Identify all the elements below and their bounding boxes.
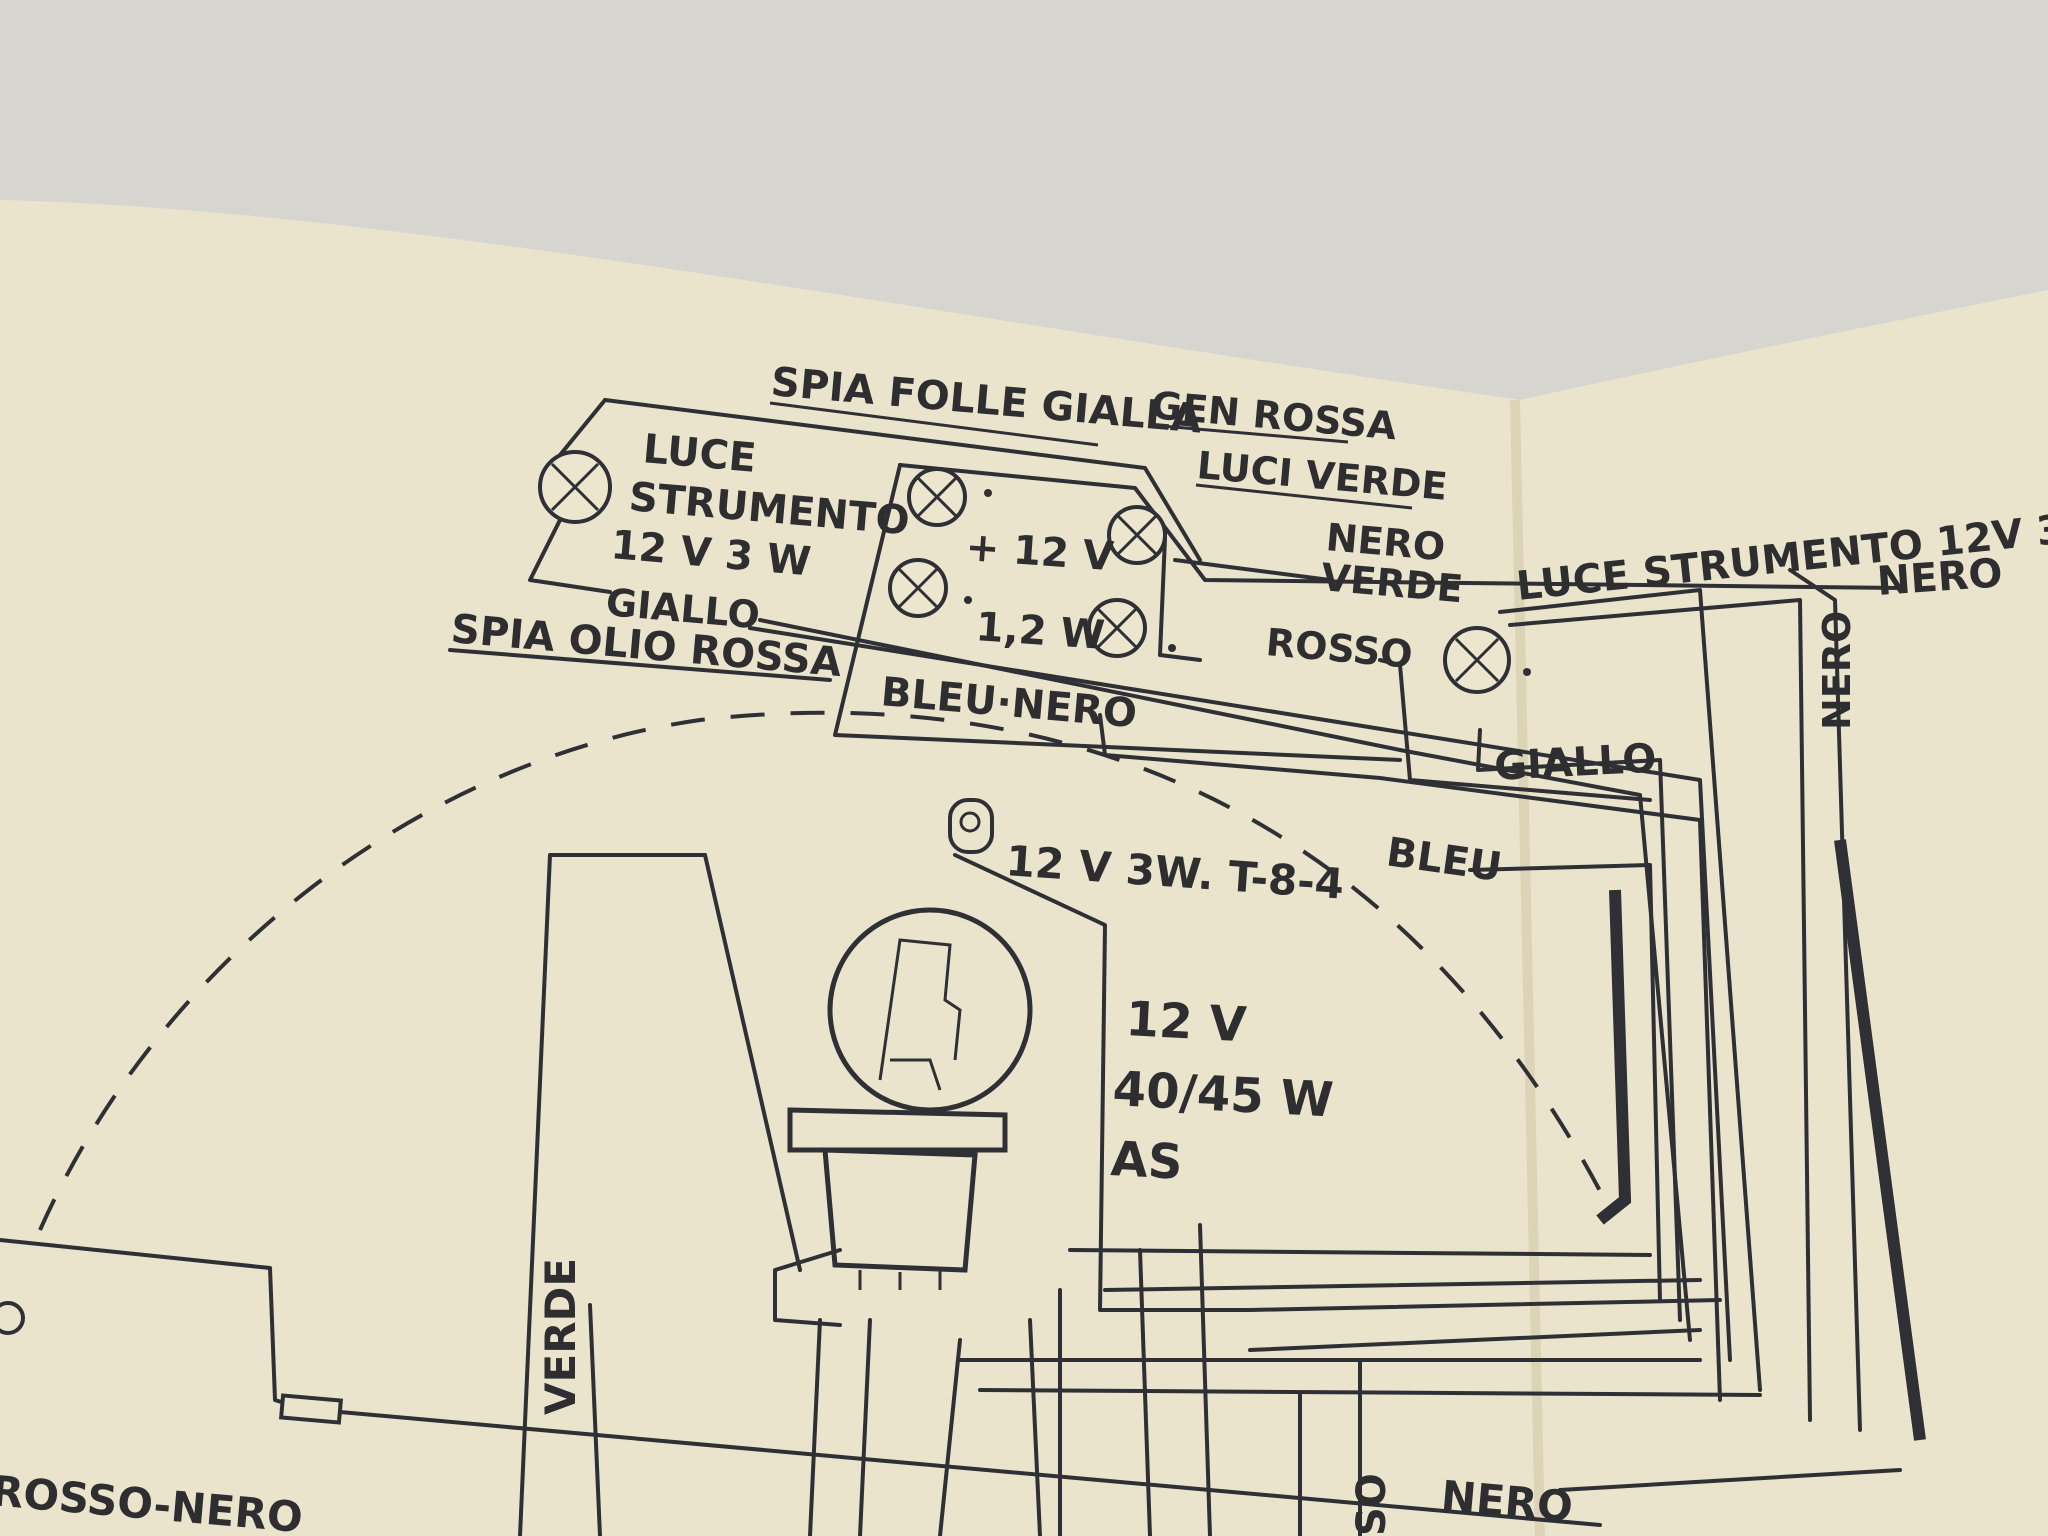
- small-bulb: [948, 798, 994, 854]
- lamp-luce-strumento-right: [1443, 626, 1511, 694]
- lamp-spia-olio: [888, 558, 948, 618]
- label-head-4045: 40/45 W: [1111, 1061, 1334, 1128]
- lamp-gen-rossa: [1087, 598, 1147, 658]
- lower-wires: [0, 853, 1902, 1536]
- connector-circle: [0, 1301, 25, 1335]
- lamp-spia-folle: [907, 467, 967, 527]
- fuse: [278, 1393, 344, 1425]
- lamp-luce-strumento: [538, 450, 612, 524]
- lamp-gen-luci: [1107, 505, 1167, 565]
- label-head-12v: 12 V: [1124, 991, 1247, 1053]
- paper-fold: [1510, 399, 1545, 1536]
- top-wires: [448, 398, 1926, 1441]
- headlamp-outline-dashed: [38, 710, 1612, 1231]
- label-nero-right: NERO: [1875, 550, 2004, 605]
- label-verde-vertical: VERDE: [536, 1258, 585, 1415]
- label-head-as: AS: [1109, 1131, 1184, 1191]
- label-nero-bottom: NERO: [1439, 1471, 1575, 1531]
- headlight-bulb: [773, 907, 1033, 1327]
- label-luce: LUCE: [641, 426, 758, 482]
- label-giallo-right: GIALLO: [1493, 736, 1657, 790]
- label-plus-12v: + 12 V: [964, 524, 1115, 580]
- label-nero-vertical: NERO: [1815, 611, 1859, 730]
- label-1-2w: 1,2 W: [974, 604, 1106, 659]
- label-so-partial: SO: [1349, 1473, 1395, 1536]
- junction-dots: [964, 489, 1531, 676]
- label-nero-top: NERO: [1324, 515, 1447, 569]
